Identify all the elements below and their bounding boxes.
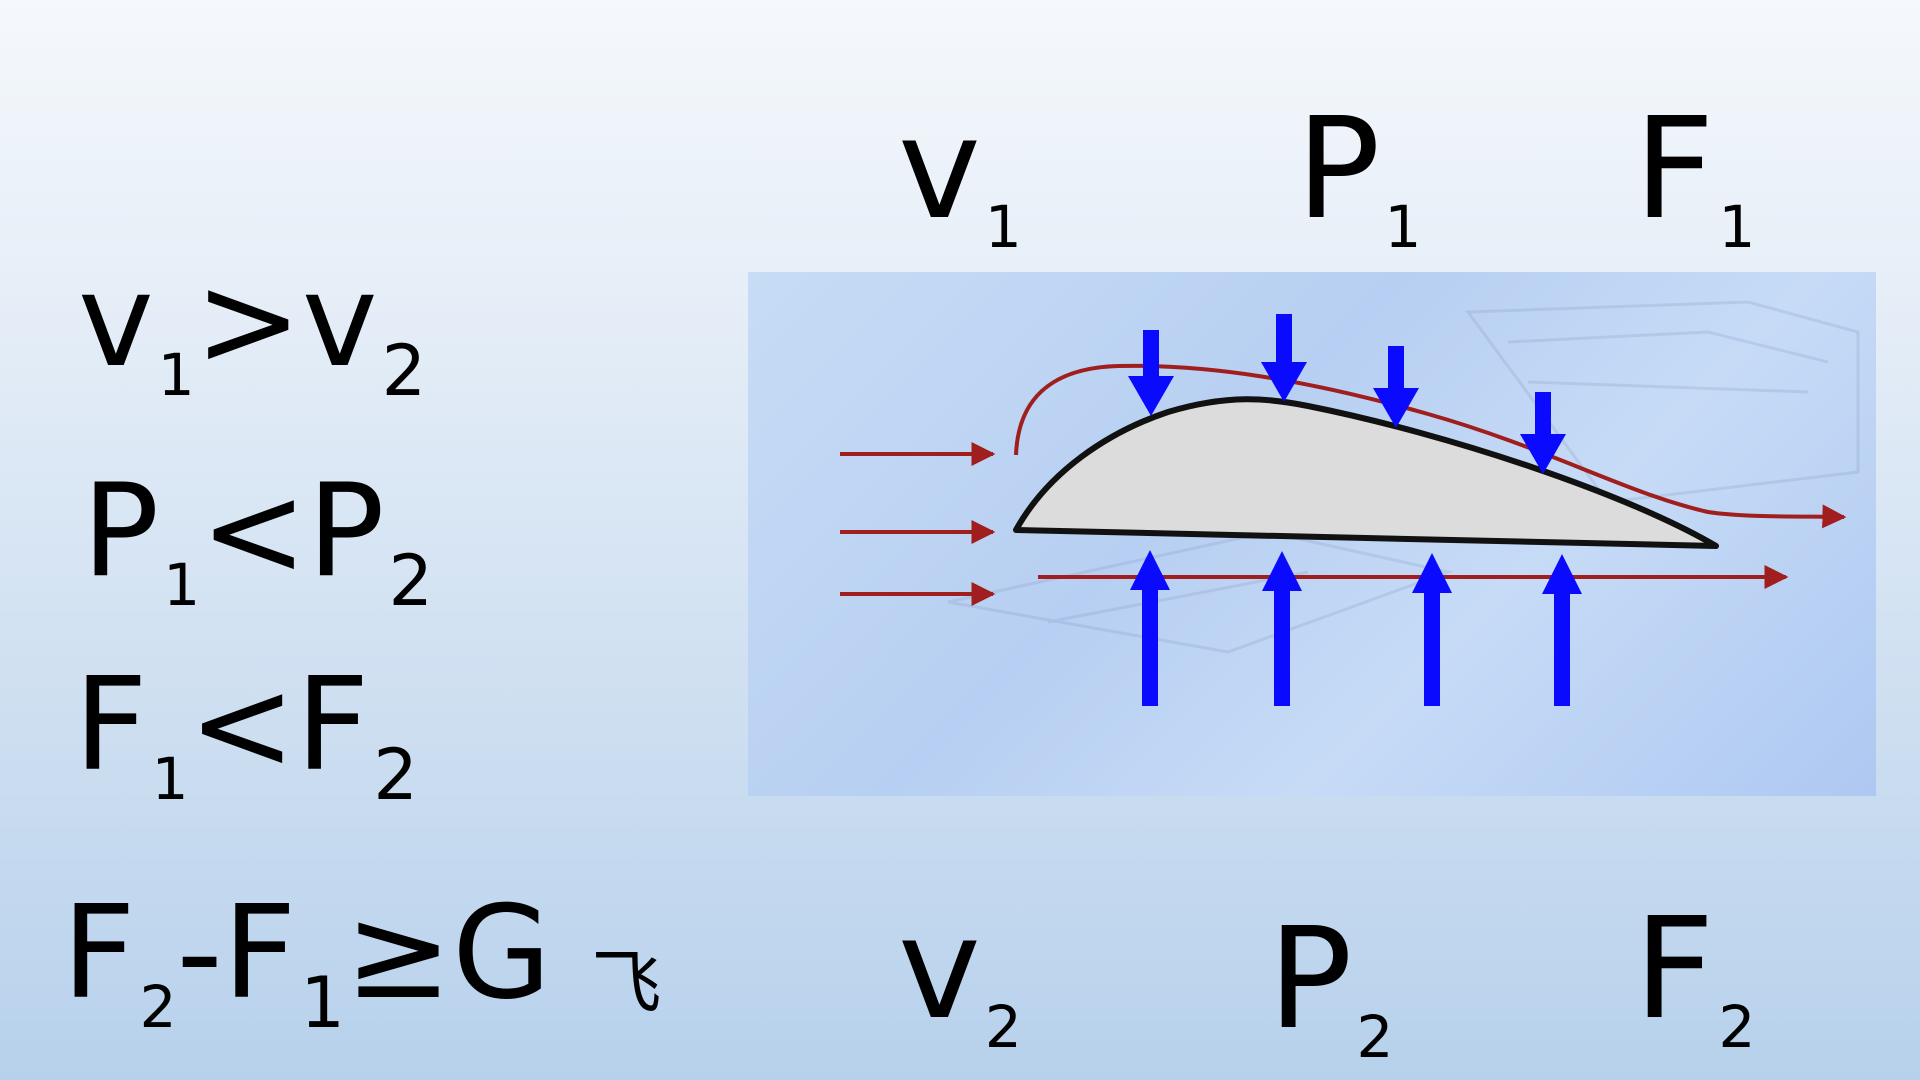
pressure-arrow-bottom-2: [1262, 551, 1302, 706]
airfoil-shape: [1013, 396, 1719, 549]
label-v1: v1: [898, 88, 1022, 261]
pressure-arrow-top-3: [1373, 346, 1419, 428]
pressure-arrow-top-4: [1520, 392, 1566, 474]
relation-velocity: v1>v2: [78, 247, 427, 412]
label-p1: P1: [1296, 88, 1422, 261]
label-p2: P2: [1268, 898, 1394, 1071]
pressure-arrow-top-1: [1128, 330, 1174, 416]
airfoil-diagram: [748, 272, 1876, 796]
label-f1: F1: [1634, 88, 1756, 261]
pressure-arrow-bottom-3: [1412, 553, 1452, 706]
relation-force: F1<F2: [74, 651, 418, 816]
pressure-arrow-bottom-4: [1542, 554, 1582, 706]
airfoil-svg: [840, 300, 1860, 706]
pressure-arrow-bottom-1: [1130, 550, 1170, 706]
label-f2: F2: [1634, 888, 1756, 1061]
label-v2: v2: [898, 888, 1022, 1061]
relation-pressure: P1<P2: [82, 457, 434, 622]
pressure-arrow-top-2: [1261, 314, 1307, 402]
flow-streamline-top: [1014, 363, 1847, 529]
